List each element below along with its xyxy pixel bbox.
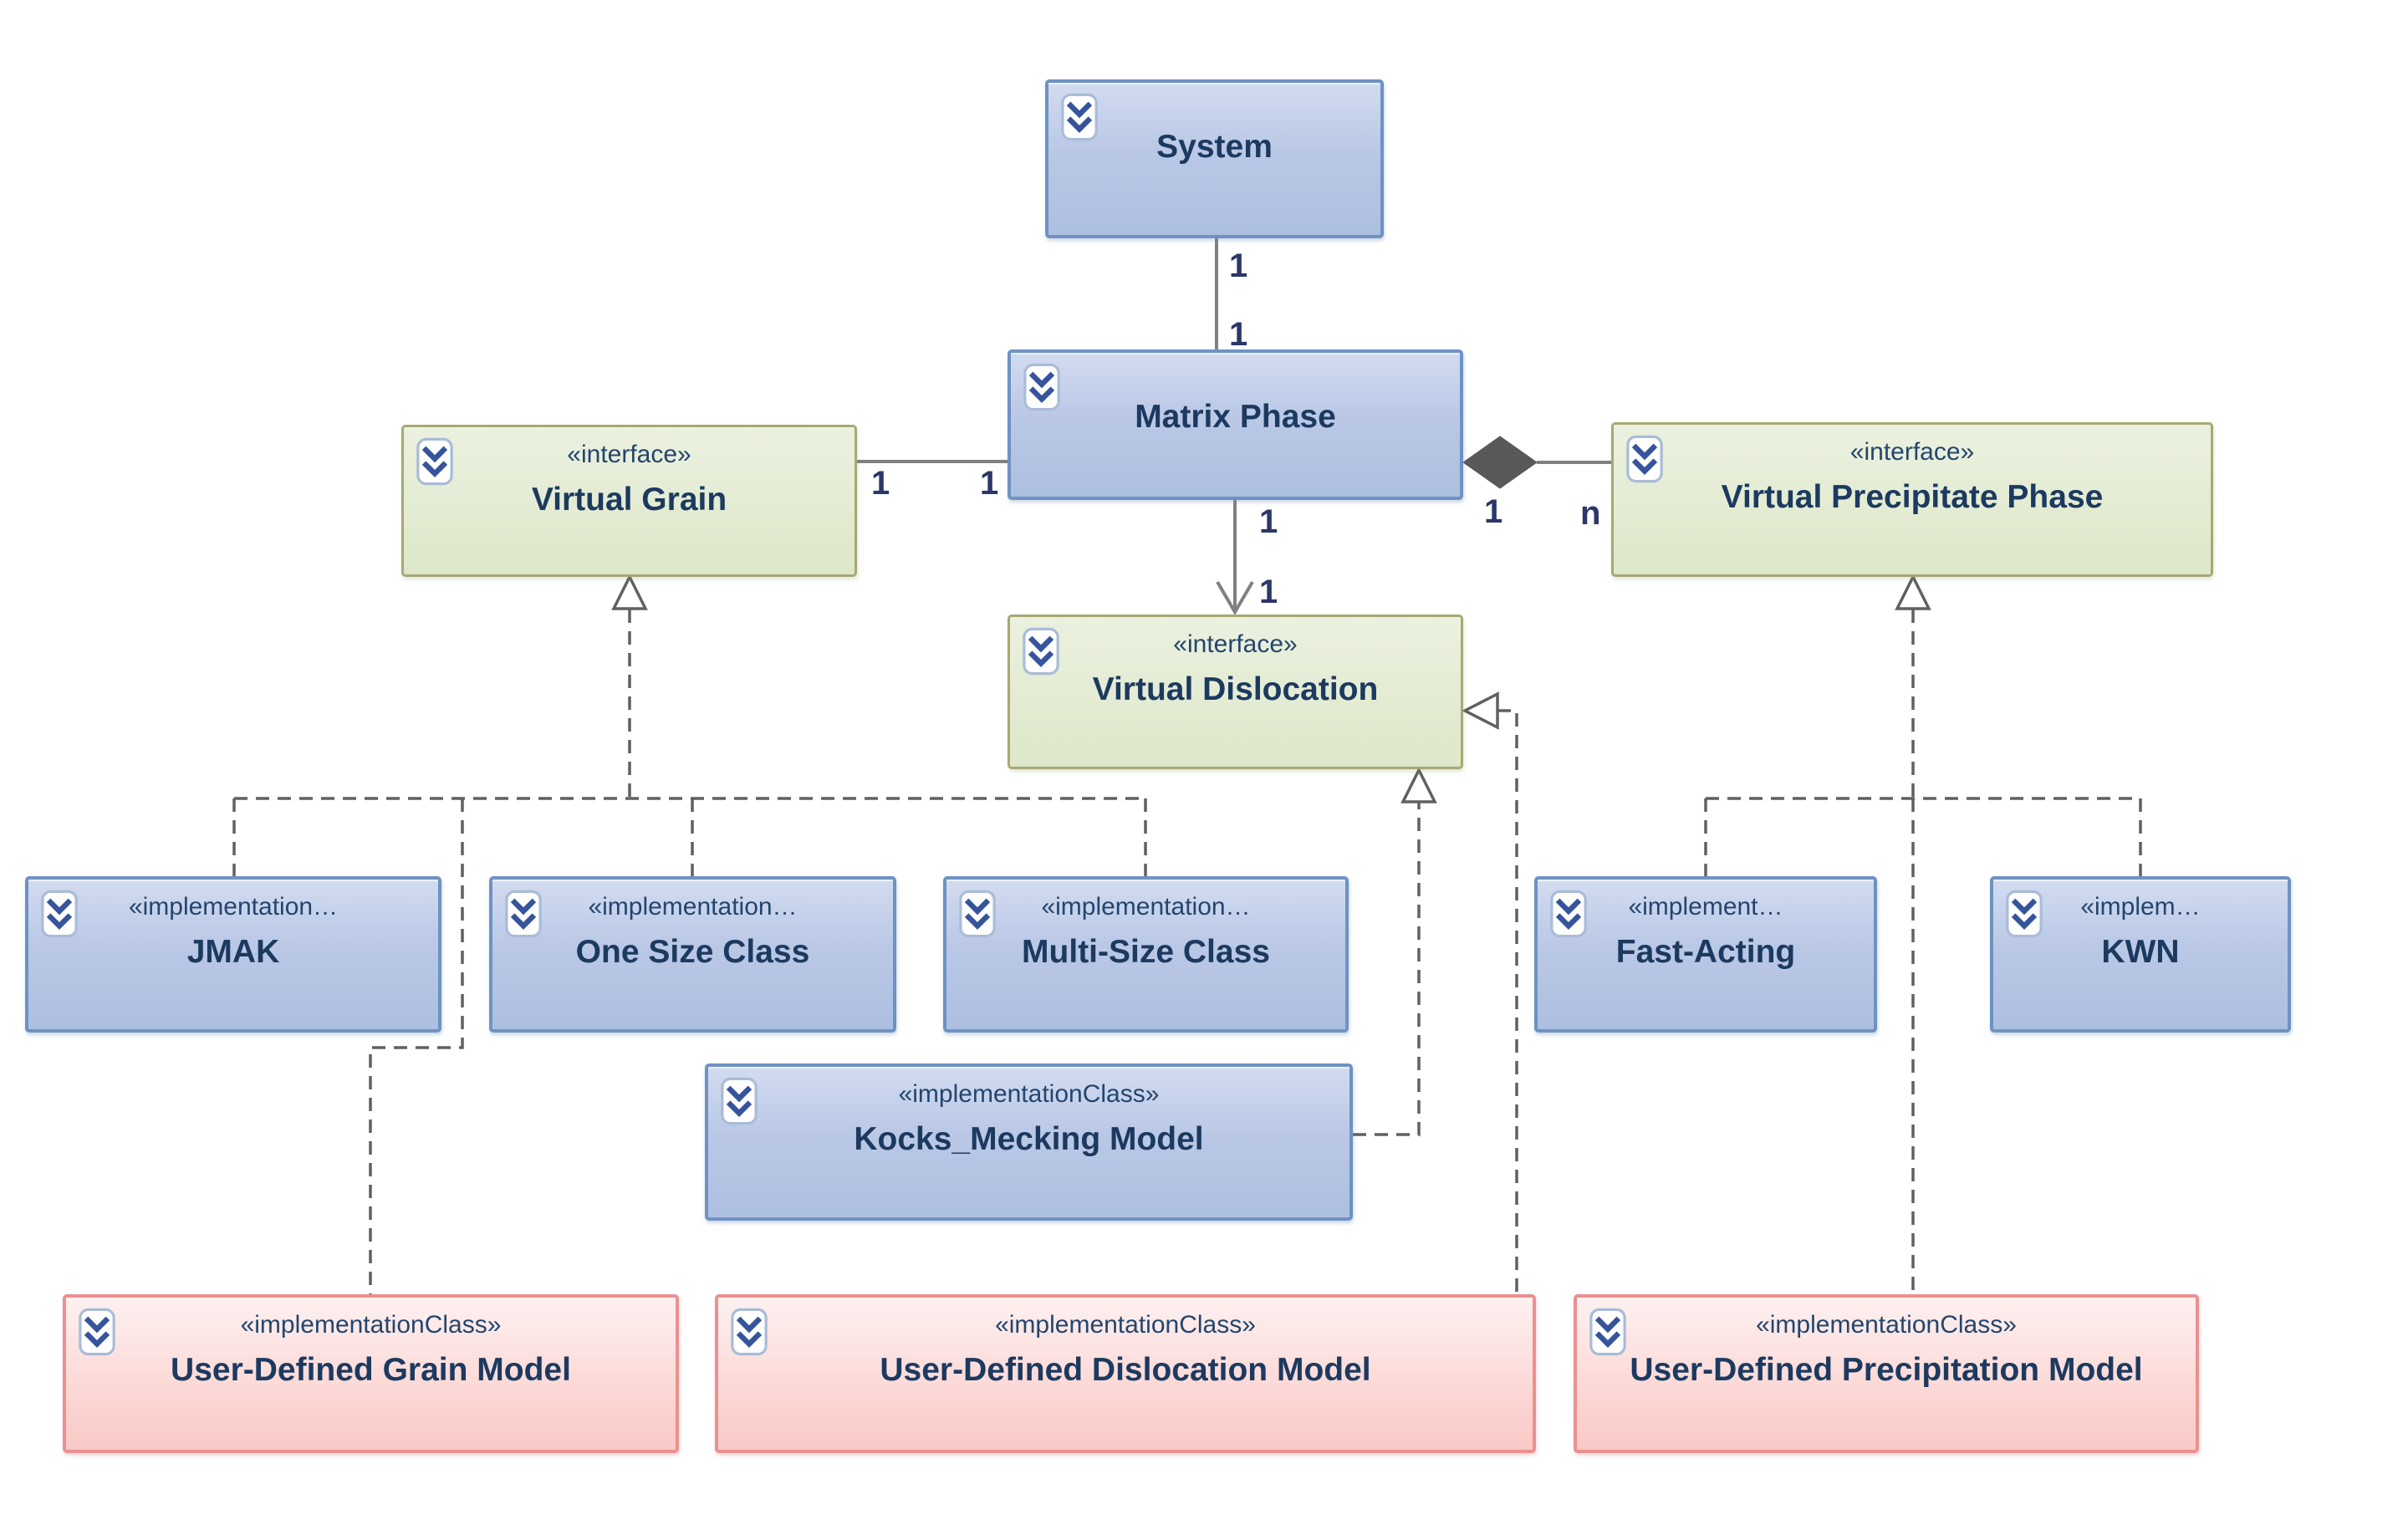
stereotype-label: «implementationClass»	[240, 1311, 502, 1339]
interface-name: Virtual Dislocation	[1092, 671, 1379, 707]
collapse-chevron-icon[interactable]	[1023, 363, 1061, 411]
class-box-user-defined-precipitation-model[interactable]: «implementationClass» User-Defined Preci…	[1574, 1294, 2199, 1453]
collapse-chevron-icon[interactable]	[958, 890, 997, 938]
class-name: KWN	[2101, 934, 2180, 970]
multiplicity-label: 1	[1484, 493, 1503, 530]
class-name: Kocks_Mecking Model	[854, 1121, 1204, 1157]
multiplicity-label: 1	[980, 465, 999, 502]
stereotype-label: «implementation…	[128, 893, 339, 921]
collapse-chevron-icon[interactable]	[1589, 1308, 1627, 1356]
class-name: Multi-Size Class	[1022, 934, 1270, 970]
collapse-chevron-icon[interactable]	[1625, 435, 1664, 483]
class-box-kwn[interactable]: «implem… KWN	[1990, 876, 2291, 1033]
class-name: User-Defined Dislocation Model	[880, 1352, 1371, 1388]
stereotype-label: «implem…	[2080, 893, 2201, 921]
class-name: Matrix Phase	[1135, 399, 1336, 435]
multiplicity-label: 1	[1229, 247, 1248, 284]
stereotype-label: «implementation…	[1041, 893, 1251, 921]
class-box-fast-acting[interactable]: «implement… Fast-Acting	[1534, 876, 1877, 1033]
collapse-chevron-icon[interactable]	[78, 1308, 116, 1356]
stereotype-label: «interface»	[1849, 438, 1975, 466]
collapse-chevron-icon[interactable]	[720, 1077, 758, 1125]
multiplicity-label: 1	[871, 465, 890, 502]
class-name: System	[1156, 129, 1273, 165]
collapse-chevron-icon[interactable]	[1549, 890, 1588, 938]
multiplicity-label: 1	[1229, 316, 1248, 353]
generalization-triangle-virtual-precipitate	[1895, 574, 1931, 610]
class-box-matrix-phase[interactable]: Matrix Phase	[1008, 349, 1463, 500]
interface-box-virtual-grain[interactable]: «interface» Virtual Grain	[401, 425, 857, 577]
class-box-kocks-mecking-model[interactable]: «implementationClass» Kocks_Mecking Mode…	[705, 1063, 1353, 1221]
generalization-triangle-dislocation-bottom	[1400, 767, 1437, 803]
interface-box-virtual-precipitate-phase[interactable]: «interface» Virtual Precipitate Phase	[1611, 422, 2213, 577]
multiplicity-label: 1	[1259, 574, 1278, 610]
collapse-chevron-icon[interactable]	[730, 1308, 768, 1356]
interface-name: Virtual Precipitate Phase	[1721, 479, 2104, 515]
multiplicity-label: n	[1580, 495, 1601, 532]
class-box-user-defined-grain-model[interactable]: «implementationClass» User-Defined Grain…	[63, 1294, 679, 1453]
interface-box-virtual-dislocation[interactable]: «interface» Virtual Dislocation	[1008, 615, 1463, 769]
collapse-chevron-icon[interactable]	[2005, 890, 2043, 938]
class-name: One Size Class	[575, 934, 810, 970]
class-name: User-Defined Precipitation Model	[1630, 1352, 2143, 1388]
realization-drop-user-defined-grain	[369, 798, 464, 1294]
class-box-system[interactable]: System	[1045, 79, 1384, 238]
generalization-triangle-virtual-grain	[611, 574, 648, 610]
class-box-user-defined-dislocation-model[interactable]: «implementationClass» User-Defined Dislo…	[715, 1294, 1536, 1453]
stereotype-label: «implementationClass»	[995, 1311, 1256, 1339]
generalization-triangle-dislocation-right	[1462, 691, 1499, 730]
stereotype-label: «interface»	[1173, 630, 1298, 658]
class-name: User-Defined Grain Model	[171, 1352, 571, 1388]
interface-name: Virtual Grain	[531, 482, 727, 518]
stereotype-label: «implement…	[1628, 893, 1783, 921]
collapse-chevron-icon[interactable]	[416, 437, 454, 486]
stereotype-label: «implementationClass»	[898, 1080, 1160, 1108]
collapse-chevron-icon[interactable]	[504, 890, 543, 938]
class-box-jmak[interactable]: «implementation… JMAK	[25, 876, 441, 1033]
stereotype-label: «implementation…	[588, 893, 798, 921]
class-box-one-size-class[interactable]: «implementation… One Size Class	[489, 876, 896, 1033]
collapse-chevron-icon[interactable]	[1022, 627, 1060, 676]
stereotype-label: «implementationClass»	[1756, 1311, 2017, 1339]
realization-user-defined-dislocation	[1497, 709, 1518, 1294]
class-name: JMAK	[186, 934, 280, 970]
open-arrowhead-icon	[1216, 580, 1254, 615]
multiplicity-label: 1	[1259, 503, 1278, 540]
collapse-chevron-icon[interactable]	[1060, 93, 1099, 141]
stereotype-label: «interface»	[567, 441, 691, 468]
collapse-chevron-icon[interactable]	[40, 890, 79, 938]
realization-kocks-mecking-dislocation	[1353, 802, 1421, 1136]
class-box-multi-size-class[interactable]: «implementation… Multi-Size Class	[943, 876, 1349, 1033]
class-name: Fast-Acting	[1615, 934, 1796, 970]
composition-diamond	[1462, 436, 1538, 489]
